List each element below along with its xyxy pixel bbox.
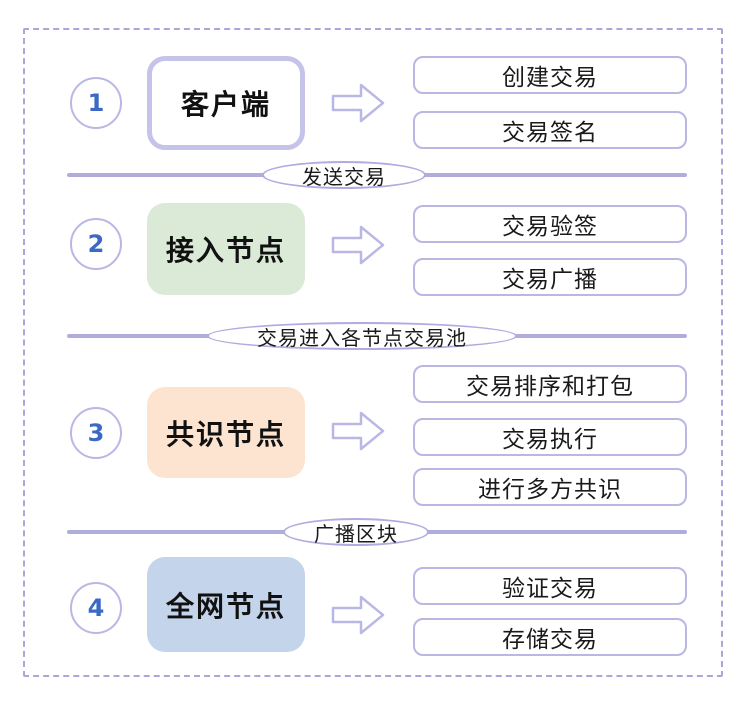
divider-ellipse: 发送交易 [262,161,426,189]
stage-1-node-client: 客户端 [147,56,305,150]
stage-label: 客户端 [180,88,271,121]
stage-number: 4 [87,594,105,622]
action-label: 交易签名 [502,120,598,146]
divider-label: 广播区块 [314,521,398,546]
action-label: 交易排序和打包 [466,374,634,400]
arrow-right-icon [330,409,386,453]
stage-number: 3 [87,419,105,447]
stage-label: 共识节点 [165,417,286,451]
stage-3-number-badge: 3 [70,407,122,459]
stage-4-number-badge: 4 [70,582,122,634]
stage-number: 1 [87,89,105,117]
action-label: 交易广播 [502,267,598,293]
action-label: 创建交易 [502,65,598,91]
divider-label: 发送交易 [302,164,386,189]
stage-number: 2 [87,230,105,258]
stage-1-number-badge: 1 [70,77,122,129]
stage-label: 全网节点 [165,589,286,623]
action-box: 交易执行 [413,418,687,456]
action-box: 交易广播 [413,258,687,296]
divider-ellipse: 交易进入各节点交易池 [207,322,517,350]
stage-4-node-network: 全网节点 [147,557,305,652]
action-label: 存储交易 [502,627,598,653]
stage-3-node-consensus: 共识节点 [147,387,305,478]
action-box: 存储交易 [413,618,687,656]
arrow-right-icon [330,593,386,637]
action-label: 交易验签 [502,214,598,240]
stage-label: 接入节点 [165,234,286,267]
action-box: 交易验签 [413,205,687,243]
divider-ellipse: 广播区块 [283,518,429,546]
arrow-right-icon [330,81,386,125]
action-box: 交易签名 [413,111,687,149]
action-box: 创建交易 [413,56,687,94]
action-box: 验证交易 [413,567,687,605]
action-box: 交易排序和打包 [413,365,687,403]
arrow-right-icon [330,223,386,267]
action-label: 验证交易 [502,576,598,602]
stage-2-number-badge: 2 [70,218,122,270]
action-label: 进行多方共识 [478,477,622,503]
stage-2-node-access: 接入节点 [147,203,305,295]
action-label: 交易执行 [502,427,598,453]
action-box: 进行多方共识 [413,468,687,506]
divider-label: 交易进入各节点交易池 [257,325,467,350]
